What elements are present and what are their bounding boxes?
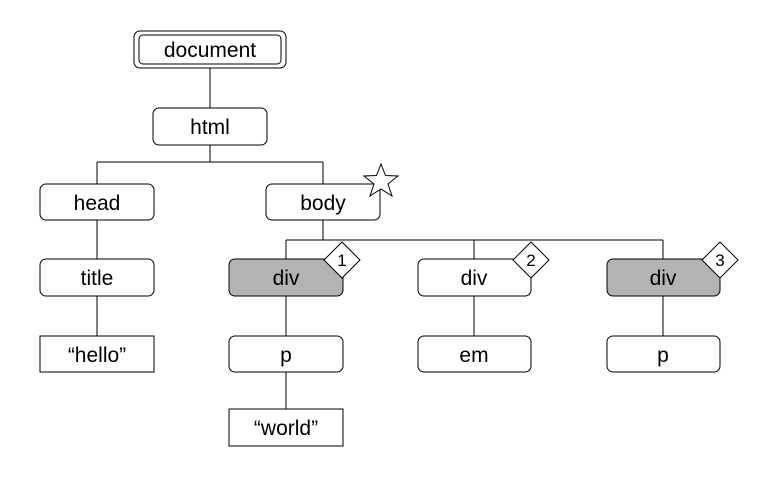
node-div-2-label: div [461, 267, 488, 290]
node-html-box [152, 107, 268, 146]
node-world-text: “world” [228, 408, 344, 447]
node-html-label: html [190, 116, 230, 139]
node-p-1-label: p [280, 344, 292, 367]
node-world-label: “world” [254, 417, 318, 440]
node-em: em [417, 335, 532, 373]
star-icon [362, 162, 400, 198]
node-div-1-label: div [273, 267, 300, 290]
node-document-inner-box [138, 34, 282, 65]
node-head-label: head [74, 192, 121, 215]
node-head-box [39, 183, 155, 221]
node-p-1: p [228, 335, 344, 373]
badge-diamond-2-icon [512, 241, 550, 279]
node-div-3-label: div [650, 267, 677, 290]
badge-2-label: 2 [526, 251, 535, 270]
badge-1-label: 1 [337, 251, 346, 270]
node-document-label: document [164, 39, 256, 62]
node-html: html [152, 107, 268, 146]
badge-diamond-3-icon [701, 241, 739, 279]
node-body-box [265, 183, 381, 221]
badge-3-label: 3 [715, 251, 724, 270]
node-title-label: title [81, 267, 114, 290]
node-hello-label: “hello” [68, 344, 126, 367]
node-hello-box [39, 335, 155, 373]
node-div-2: div 2 [417, 241, 550, 297]
node-document: document [133, 30, 287, 69]
node-title-box [39, 258, 155, 297]
node-em-box [417, 335, 532, 373]
tree-edges [96, 67, 664, 409]
node-p-2: p [606, 335, 721, 373]
node-title: title [39, 258, 155, 297]
node-world-box [228, 408, 344, 447]
node-p-1-box [228, 335, 344, 373]
node-head: head [39, 183, 155, 221]
node-p-2-label: p [657, 344, 669, 367]
node-div-1: div 1 [228, 241, 361, 297]
node-em-label: em [459, 344, 488, 367]
node-div-3: div 3 [606, 241, 739, 297]
badge-diamond-1-icon [323, 241, 361, 279]
node-body-label: body [300, 192, 346, 215]
node-body: body [265, 162, 400, 221]
node-p-2-box [606, 335, 721, 373]
node-hello-text: “hello” [39, 335, 155, 373]
